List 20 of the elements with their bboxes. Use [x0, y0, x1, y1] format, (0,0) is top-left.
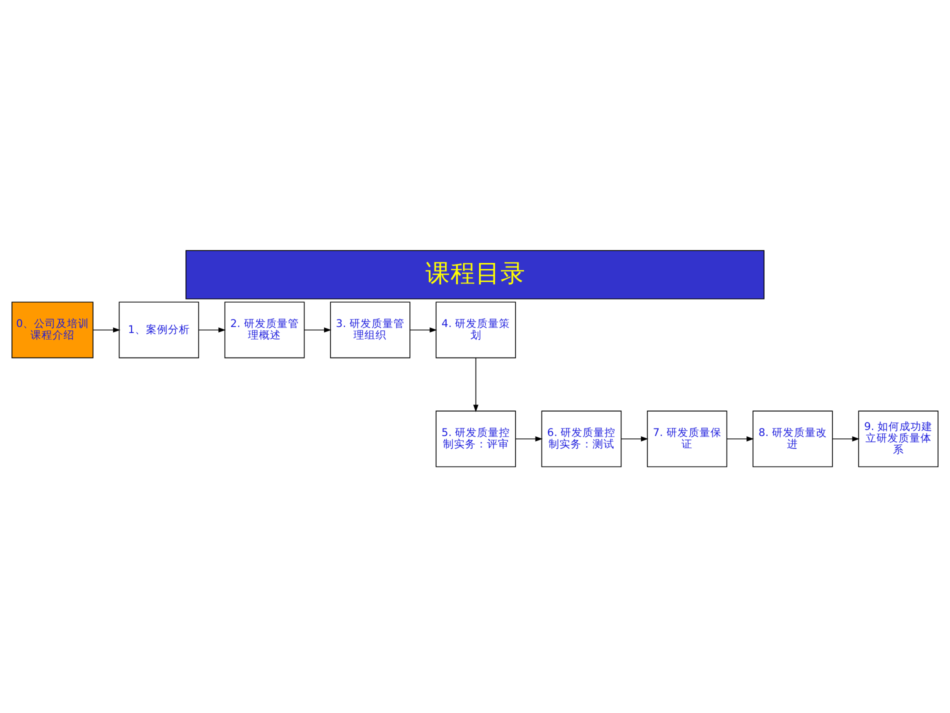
node-box: 0、公司及培训课程介绍	[12, 301, 94, 358]
node-box: 3. 研发质量管理组织	[330, 301, 410, 358]
node-box: 8. 研发质量改进	[752, 410, 833, 467]
node-box: 9. 如何成功建立研发质量体系	[858, 410, 938, 467]
node-box: 2. 研发质量管理概述	[224, 301, 305, 358]
arrow	[726, 436, 754, 441]
arrow	[92, 326, 120, 332]
node-box: 6. 研发质量控制实务：测试	[541, 410, 622, 467]
node-box: 7. 研发质量保证	[646, 410, 728, 467]
node-box: 1、案例分析	[118, 301, 200, 358]
arrow	[198, 326, 226, 332]
arrow	[410, 326, 438, 332]
node-box: 5. 研发质量控制实务：评审	[436, 410, 516, 467]
arrow	[473, 357, 478, 412]
arrow	[832, 436, 860, 441]
arrow	[515, 436, 543, 441]
arrow	[304, 326, 332, 332]
node-box: 4. 研发质量策划	[436, 301, 516, 358]
arrow	[620, 436, 648, 441]
diagram-title: 课程目录	[425, 258, 526, 287]
